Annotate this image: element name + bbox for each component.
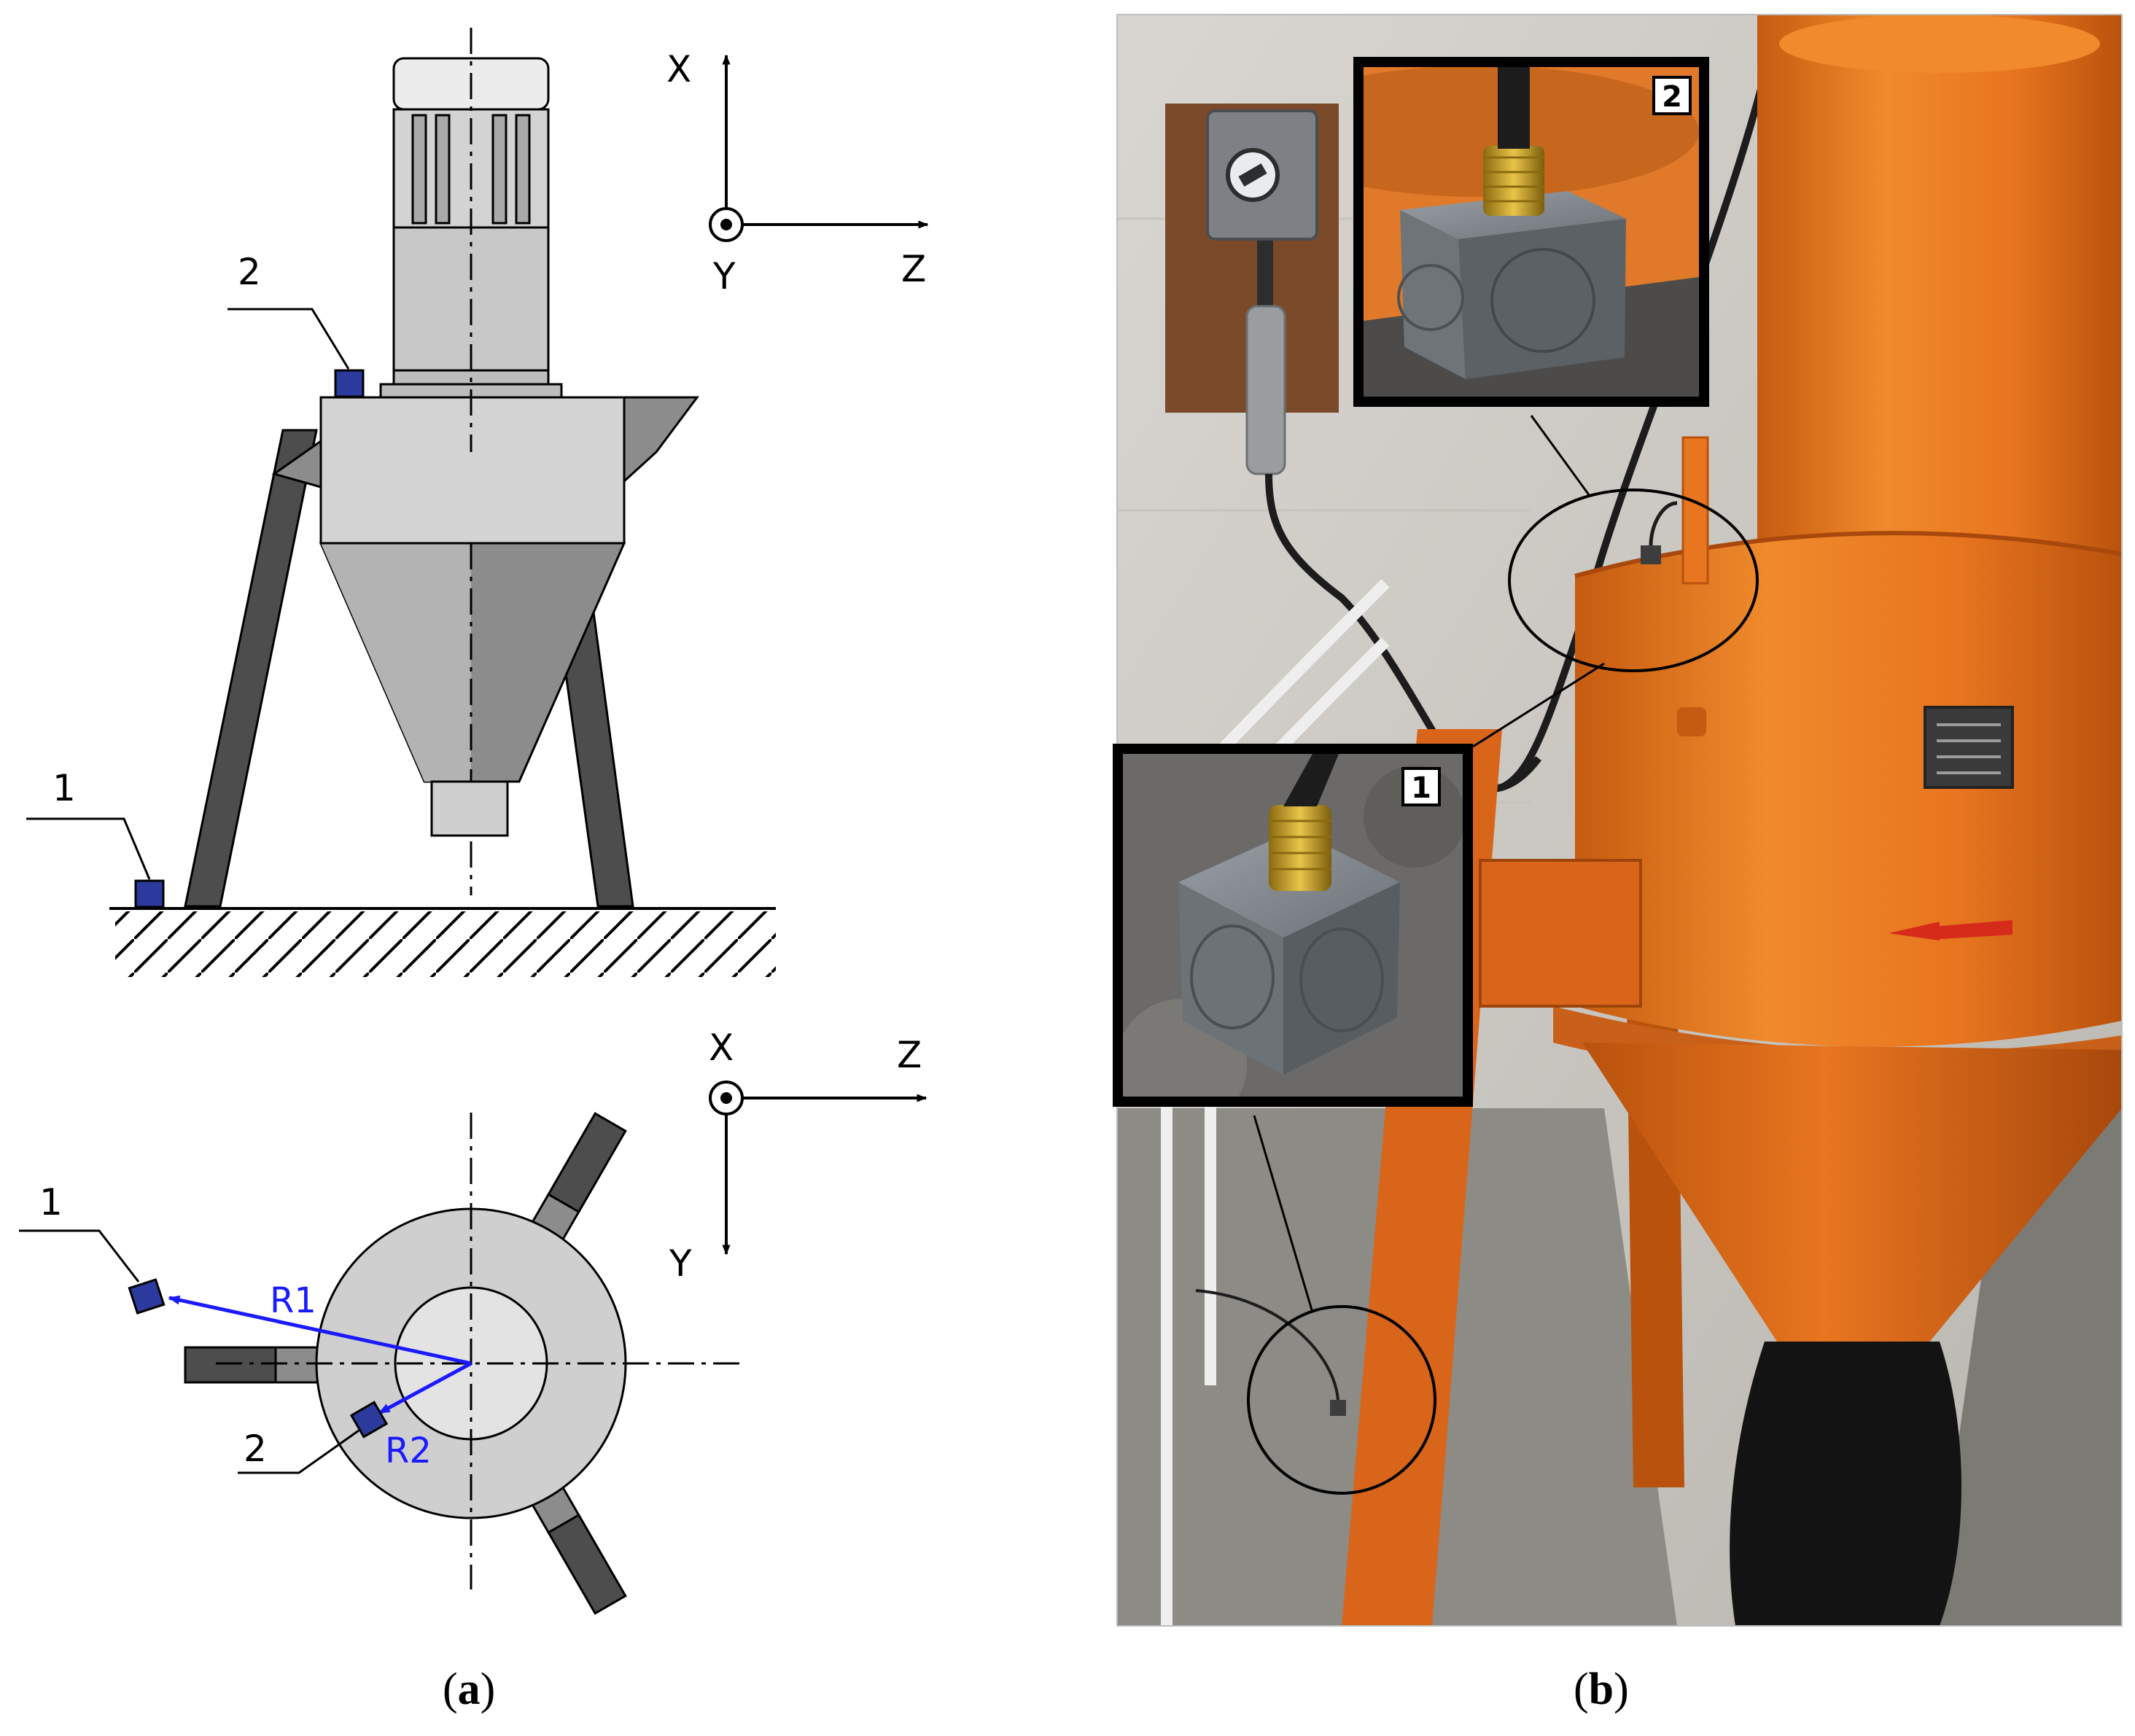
side-axis-x-label: X [666,48,691,90]
radius-r1-arrow [168,1295,472,1366]
radius-r2-arrow [378,1361,472,1415]
side-axis-y-label: Y [712,255,736,297]
photo-sensor-2 [1641,545,1661,564]
left-leg [184,429,318,908]
inset-2: 2 [1353,57,1709,407]
top-sensor-1-label: 1 [39,1181,63,1223]
top-sensor-2-marker [349,1401,389,1439]
nameplate [1924,706,2014,789]
side-view-drawing: 1 2 X Y Z [26,28,929,977]
sensor-1-leader [26,817,151,880]
inset-1-badge-text: 1 [1411,771,1431,805]
cable-plug [1245,305,1286,475]
cyclone-cone [1582,1043,2122,1356]
side-axes: X Y Z [666,48,929,297]
ground-hatch [115,911,776,977]
radius-r1-label: R1 [270,1280,316,1321]
sensor-2-marker [334,369,365,398]
photo-panel: 2 [1113,14,2123,1627]
sensor-2-leader [228,308,350,370]
inset-1-badge [1401,767,1441,806]
radius-r2-label: R2 [385,1431,432,1471]
top-sensor-2-label: 2 [244,1428,267,1470]
top-leg-left [184,1346,324,1384]
hopper-outlet [430,780,509,837]
cyclone-upper-column [1757,15,2122,583]
highlight-circle-1 [1247,1305,1436,1495]
top-axis-z-label: Z [897,1034,922,1076]
inset-2-brass-connector [1483,146,1544,216]
leg-bracket [1479,859,1642,1008]
top-sensor-1-leader [19,1229,140,1282]
top-axes: X Z Y [669,1027,928,1285]
top-sensor-1-marker [128,1278,166,1315]
highlight-circle-2 [1508,489,1759,672]
sensor-1-marker [134,879,165,908]
sensor-1-label: 1 [52,767,76,809]
inset-1: 1 [1113,744,1473,1107]
top-view-drawing: R1 R2 1 2 X Z Y [19,1027,928,1615]
caption-a: (a) [443,1665,496,1714]
cone-light-side [321,543,471,782]
right-outlet [623,396,699,484]
separator-body [319,396,626,545]
sensor-2-label: 2 [238,251,261,293]
top-axis-y-label: Y [669,1242,692,1285]
side-axis-z-label: Z [901,248,926,290]
top-sensor-2-leader [238,1429,359,1474]
caption-b: (b) [1574,1665,1629,1714]
inset-2-badge [1652,76,1692,115]
flow-arrow-mark [1889,920,2012,941]
inset-2-badge-text: 2 [1662,80,1682,114]
photo-sensor-1 [1330,1400,1346,1416]
top-axis-x-label: X [709,1027,734,1069]
cyclone-drum [1575,533,2122,1047]
collection-bag [1730,1342,1961,1626]
inset-1-brass-connector [1269,805,1331,891]
